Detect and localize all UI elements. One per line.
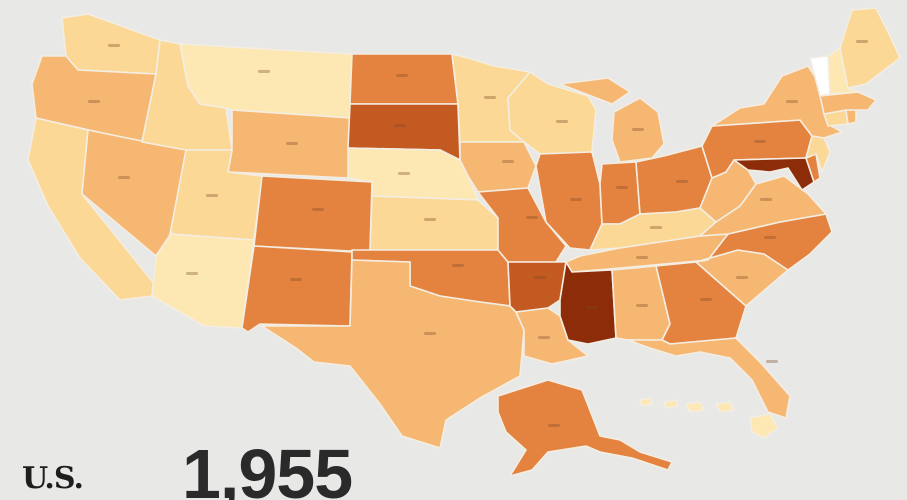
state-md (733, 157, 815, 191)
state-in (599, 161, 641, 225)
state-ma (819, 91, 877, 115)
national-total: U.S. 1,955 (18, 430, 418, 500)
state-nm (241, 245, 353, 333)
state-ks (369, 195, 499, 251)
state-ms (559, 261, 617, 345)
state-wi (507, 71, 597, 155)
state-la (515, 307, 589, 365)
state-nj (805, 135, 831, 173)
state-ar (507, 261, 567, 313)
state-hi (639, 397, 779, 439)
state-value-markers (88, 40, 868, 427)
state-fl (627, 337, 791, 419)
state-az (151, 231, 255, 329)
state-me (839, 7, 901, 89)
state-tx (261, 259, 525, 449)
state-mi (559, 77, 665, 163)
state-wy (227, 109, 351, 179)
state-ak (497, 379, 673, 477)
country-label: U.S. (22, 461, 84, 496)
state-nd (349, 53, 459, 105)
state-ri (845, 109, 857, 125)
total-value: 1,955 (182, 435, 353, 500)
state-co (253, 175, 373, 253)
state-nh (827, 47, 859, 95)
